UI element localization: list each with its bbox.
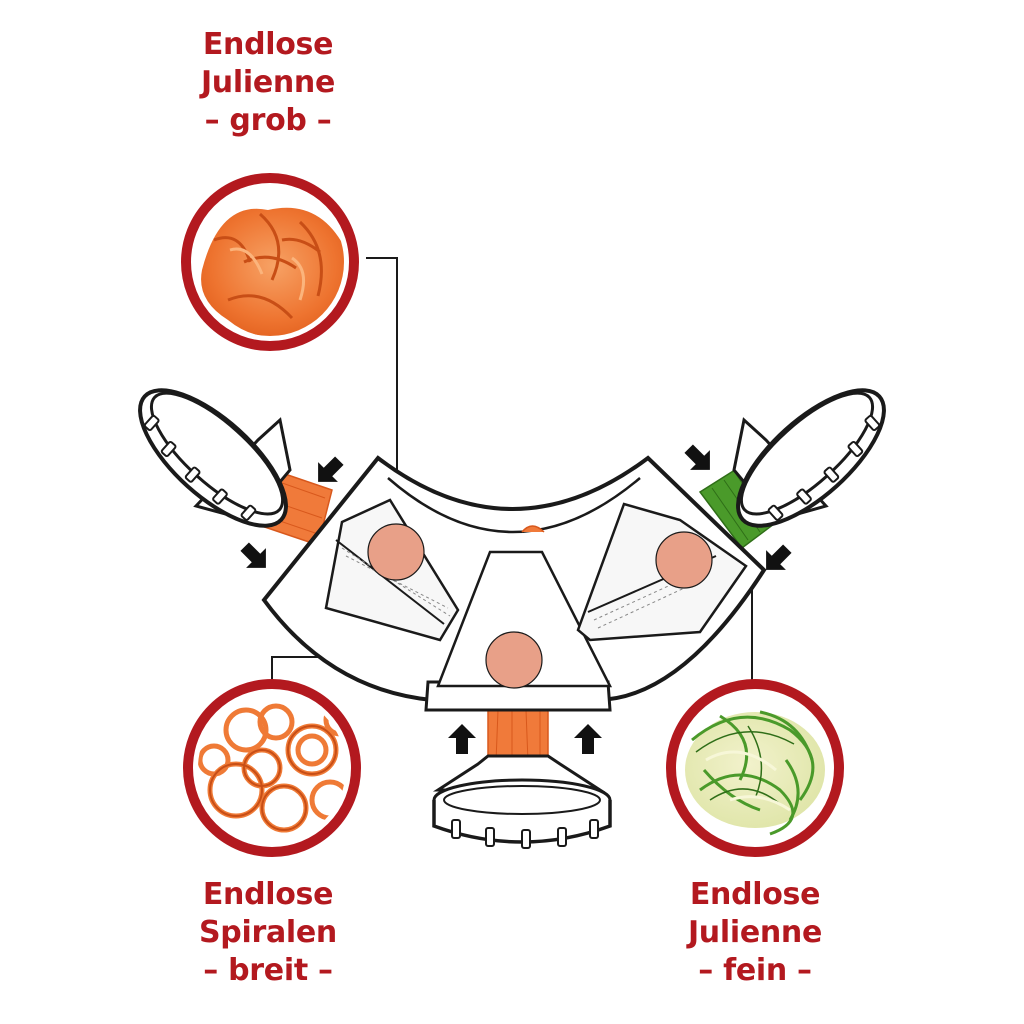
label-line: Endlose <box>202 27 334 62</box>
label-fine-julienne: Endlose Julienne – fein – <box>605 876 905 990</box>
photo-fine-julienne <box>666 679 844 857</box>
left-blade-cone <box>138 388 333 546</box>
label-line: Endlose <box>689 877 821 912</box>
arrow-icon <box>766 544 792 570</box>
spiralizer-body <box>261 455 767 712</box>
bottom-blade-cone <box>432 707 612 849</box>
label-line: Julienne <box>687 915 823 950</box>
arrow-icon <box>684 444 710 470</box>
photo-wide-spiral <box>183 679 361 857</box>
label-wide-spiral: Endlose Spiralen – breit – <box>118 876 418 990</box>
photo-coarse-julienne <box>181 173 359 351</box>
label-line: – breit – <box>203 953 333 988</box>
marker-coarse-julienne <box>367 523 425 581</box>
marker-wide-spiral <box>485 631 543 689</box>
right-blade-cone <box>698 388 886 550</box>
label-line: Julienne <box>200 65 336 100</box>
blade-markers <box>367 523 713 689</box>
label-line: – grob – <box>204 103 332 138</box>
center-blade <box>436 550 613 688</box>
marker-fine-julienne <box>655 531 713 589</box>
label-line: – fein – <box>698 953 812 988</box>
arrow-icon <box>448 724 476 754</box>
label-coarse-julienne: Endlose Julienne – grob – <box>118 26 418 140</box>
arrow-icon <box>318 456 344 482</box>
label-line: Endlose <box>202 877 334 912</box>
arrow-icons <box>240 444 792 754</box>
label-line: Spiralen <box>199 915 337 950</box>
arrow-icon <box>240 542 266 568</box>
arrow-icon <box>574 724 602 754</box>
